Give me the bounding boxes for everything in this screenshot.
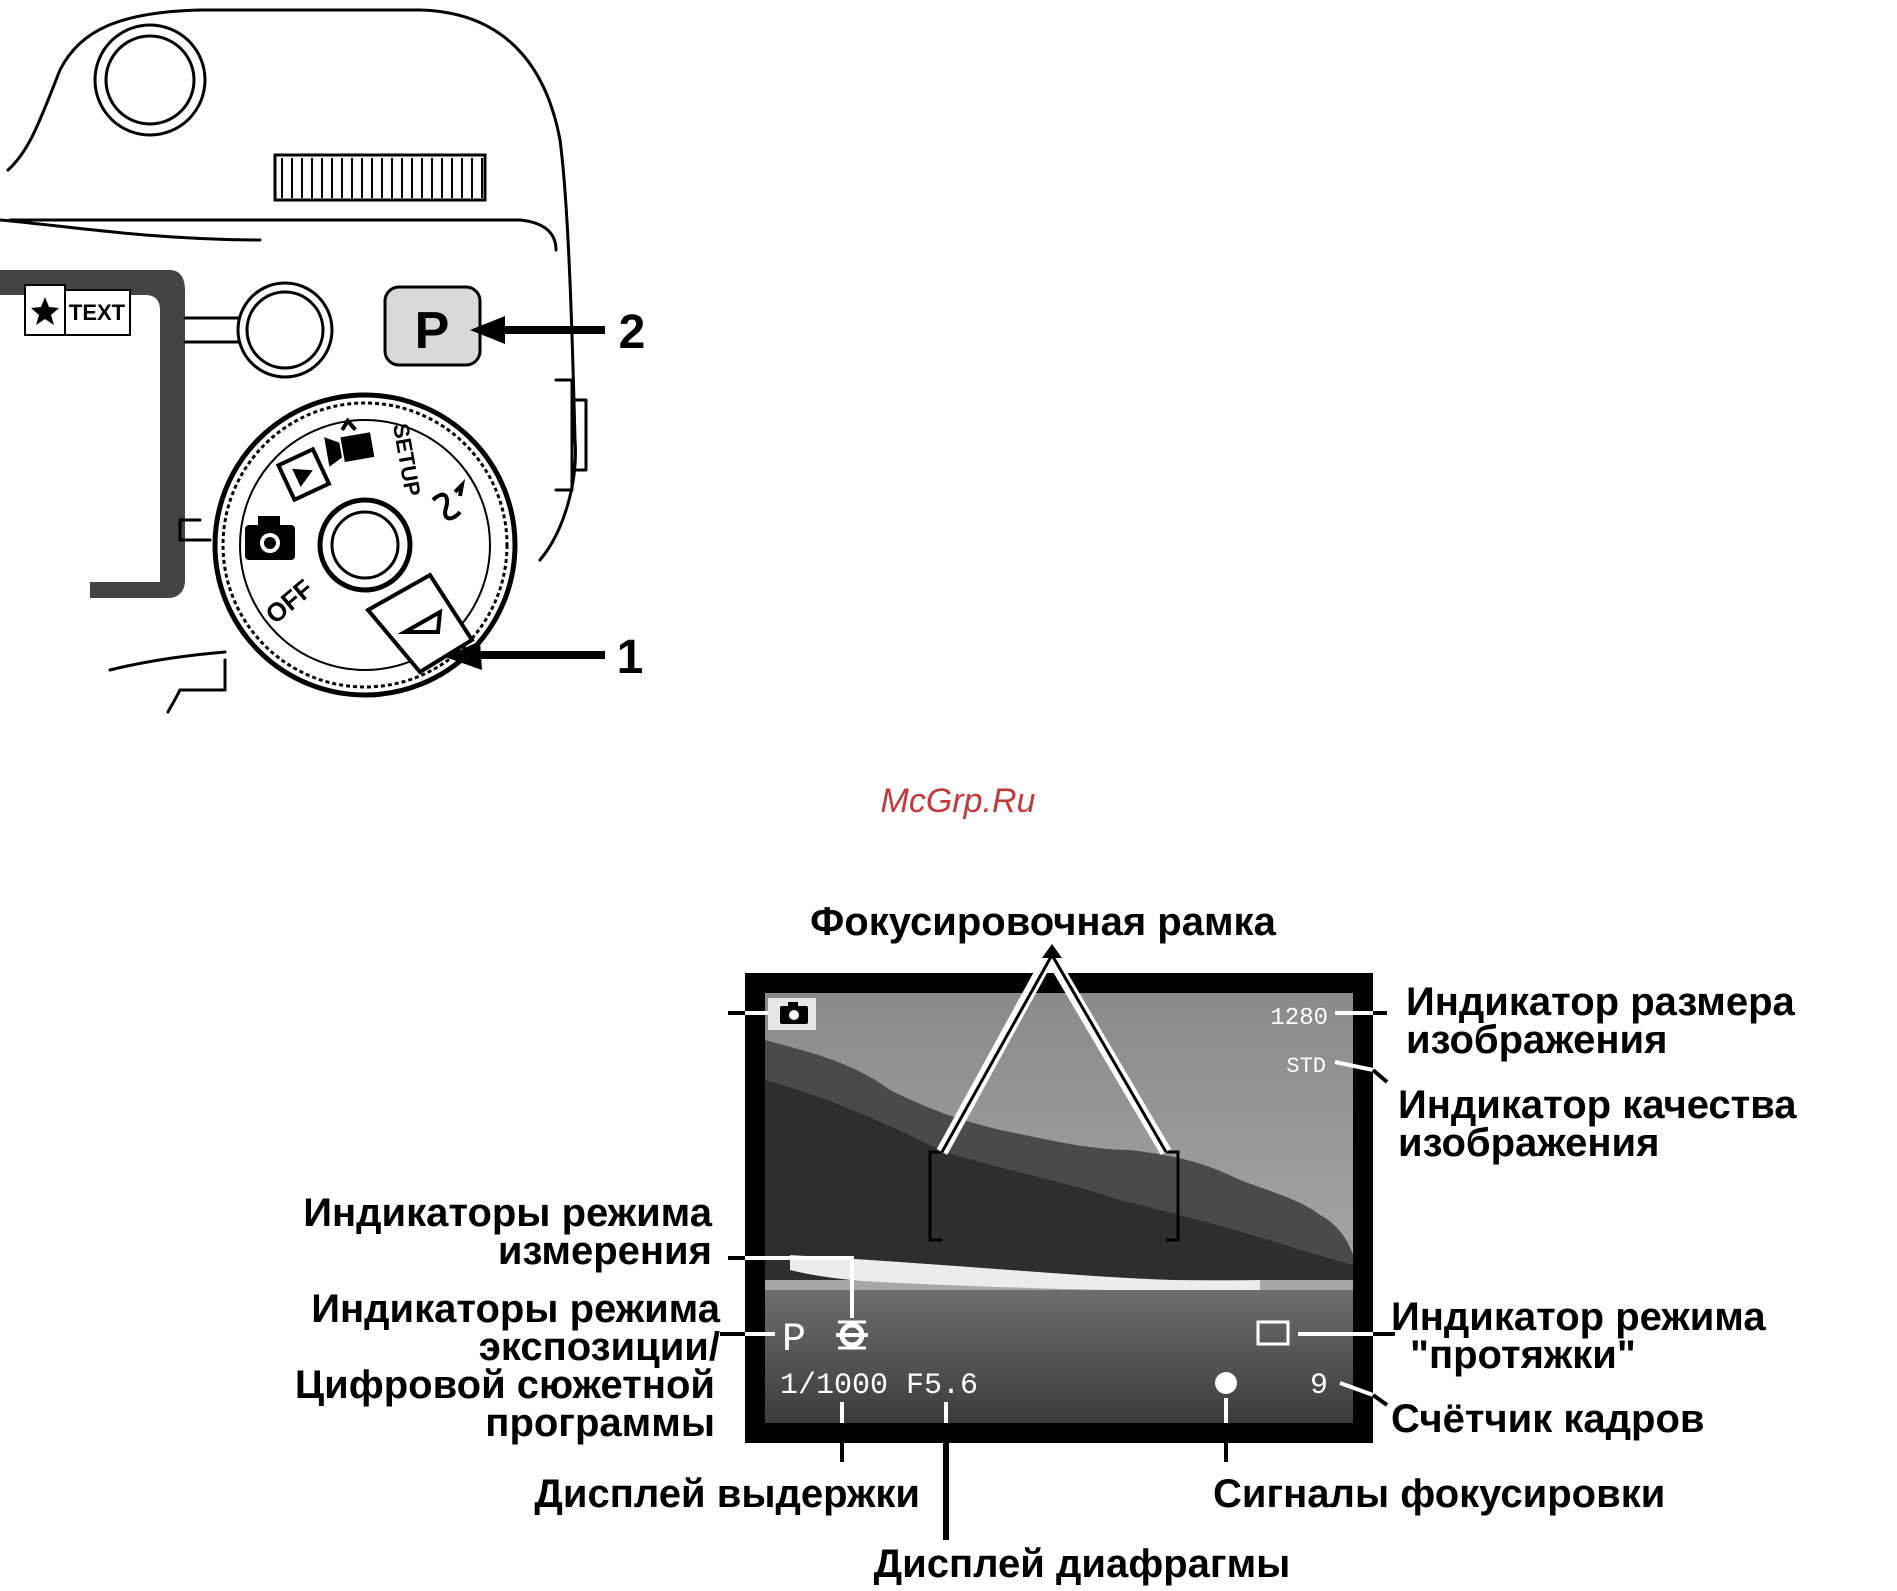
- label-metering-1: Индикаторы режима: [303, 1191, 713, 1235]
- label-drive-2: "протяжки": [1410, 1333, 1636, 1377]
- triangle-icon: [397, 608, 443, 634]
- focus-leader-right: [1050, 954, 1168, 1153]
- callout-1: 1: [617, 631, 644, 684]
- dial-lock-tab: [364, 572, 475, 675]
- focus-frame-right: [1166, 1150, 1180, 1242]
- counter-leader-white: [1339, 1381, 1374, 1397]
- top-dial-inner: [104, 34, 196, 126]
- lcd-drive-mode-icon: [1256, 1320, 1290, 1346]
- counter-leader: [1371, 1393, 1389, 1407]
- control-wheel-knurl: [273, 153, 487, 202]
- label-aperture-display: Дисплей диафрагмы: [874, 1542, 1291, 1586]
- round-button: [245, 290, 325, 370]
- label-focus-signals: Сигналы фокусировки: [1213, 1472, 1665, 1516]
- lcd-image-size: 1280: [1270, 1005, 1328, 1032]
- side-nub-outer: [570, 398, 588, 472]
- camera-body-line: [0, 218, 262, 242]
- camera-mode-icon: [245, 516, 295, 560]
- label-image-quality-1: Индикатор качества: [1398, 1083, 1797, 1127]
- lcd-exposure-mode: P: [782, 1318, 806, 1363]
- lcd-shutter-speed: 1/1000: [780, 1369, 888, 1403]
- quality-leader: [1371, 1068, 1389, 1084]
- label-exposure-4: программы: [485, 1401, 715, 1445]
- lcd-screen: 1280 STD P 1/1000 F5.6 9: [745, 973, 1373, 1443]
- side-nub: [554, 378, 574, 492]
- label-image-size-1: Индикатор размера: [1406, 980, 1796, 1024]
- labels: Фокусировочная рамка Индикатор размера и…: [295, 900, 1797, 1586]
- label-shutter-display: Дисплей выдержки: [534, 1472, 920, 1516]
- movie-mode-icon: [324, 417, 375, 467]
- label-drive-1: Индикатор режима: [1391, 1295, 1766, 1339]
- leader-lines: [720, 944, 1395, 1540]
- round-button-ring: [236, 281, 334, 379]
- lcd-focus-signal-icon: [1215, 1372, 1237, 1394]
- callout-arrow-1: [445, 641, 605, 670]
- top-dial: [93, 23, 207, 137]
- camera-panel-edge: [8, 218, 558, 252]
- star-icon: [31, 297, 59, 325]
- text-badge: TEXT: [69, 300, 126, 325]
- lcd-beach: [790, 1255, 1260, 1292]
- transfer-mode-icon: [431, 479, 466, 521]
- label-image-quality-2: изображения: [1398, 1121, 1659, 1165]
- grip-bottom: [178, 658, 227, 692]
- lcd-cliffs-shadow: [765, 1080, 1353, 1280]
- mode-dial: SETUP OFF: [212, 392, 518, 698]
- grip-tail: [166, 688, 182, 714]
- lcd-image-quality: STD: [1286, 1054, 1326, 1079]
- strap-lug: [178, 518, 212, 542]
- mode-dial-face: [239, 419, 491, 671]
- quality-leader-white: [1334, 1060, 1374, 1072]
- label-image-size-2: изображения: [1406, 1018, 1667, 1062]
- mode-dial-center: [330, 510, 400, 580]
- playback-mode-icon: [275, 446, 332, 503]
- focus-leader-left: [940, 954, 1054, 1153]
- lcd-sea: [765, 1290, 1353, 1423]
- grip-line: [108, 650, 227, 672]
- camera-illustration: TEXT P: [0, 8, 646, 714]
- focus-frame-left: [928, 1150, 942, 1242]
- lcd-camera-icon: [780, 1002, 808, 1024]
- lcd-metering-icon: [836, 1320, 868, 1350]
- label-exposure-1: Индикаторы режима: [311, 1287, 721, 1331]
- callout-2: 2: [619, 306, 646, 359]
- lcd-aperture: F5.6: [906, 1369, 978, 1403]
- button-connector: [183, 316, 240, 344]
- lcd-panel-frame: [0, 270, 185, 598]
- text-badge-box: [64, 289, 131, 336]
- label-metering-2: измерения: [498, 1229, 712, 1273]
- camera-body-outline: [6, 8, 577, 562]
- p-button-label: P: [415, 302, 450, 360]
- label-exposure-2: экспозиции/: [479, 1325, 720, 1369]
- focus-leader-tip: [1042, 944, 1062, 958]
- label-focus-frame: Фокусировочная рамка: [810, 900, 1276, 944]
- label-frame-counter: Счётчик кадров: [1391, 1397, 1704, 1441]
- label-exposure-3: Цифровой сюжетной: [295, 1363, 715, 1407]
- mode-dial-knurl: [221, 401, 509, 689]
- lcd-frame-count: 9: [1310, 1369, 1328, 1403]
- callout-arrow-2: [470, 316, 605, 344]
- watermark: McGrp.Ru: [881, 782, 1036, 820]
- metering-leader-white: [745, 1256, 854, 1318]
